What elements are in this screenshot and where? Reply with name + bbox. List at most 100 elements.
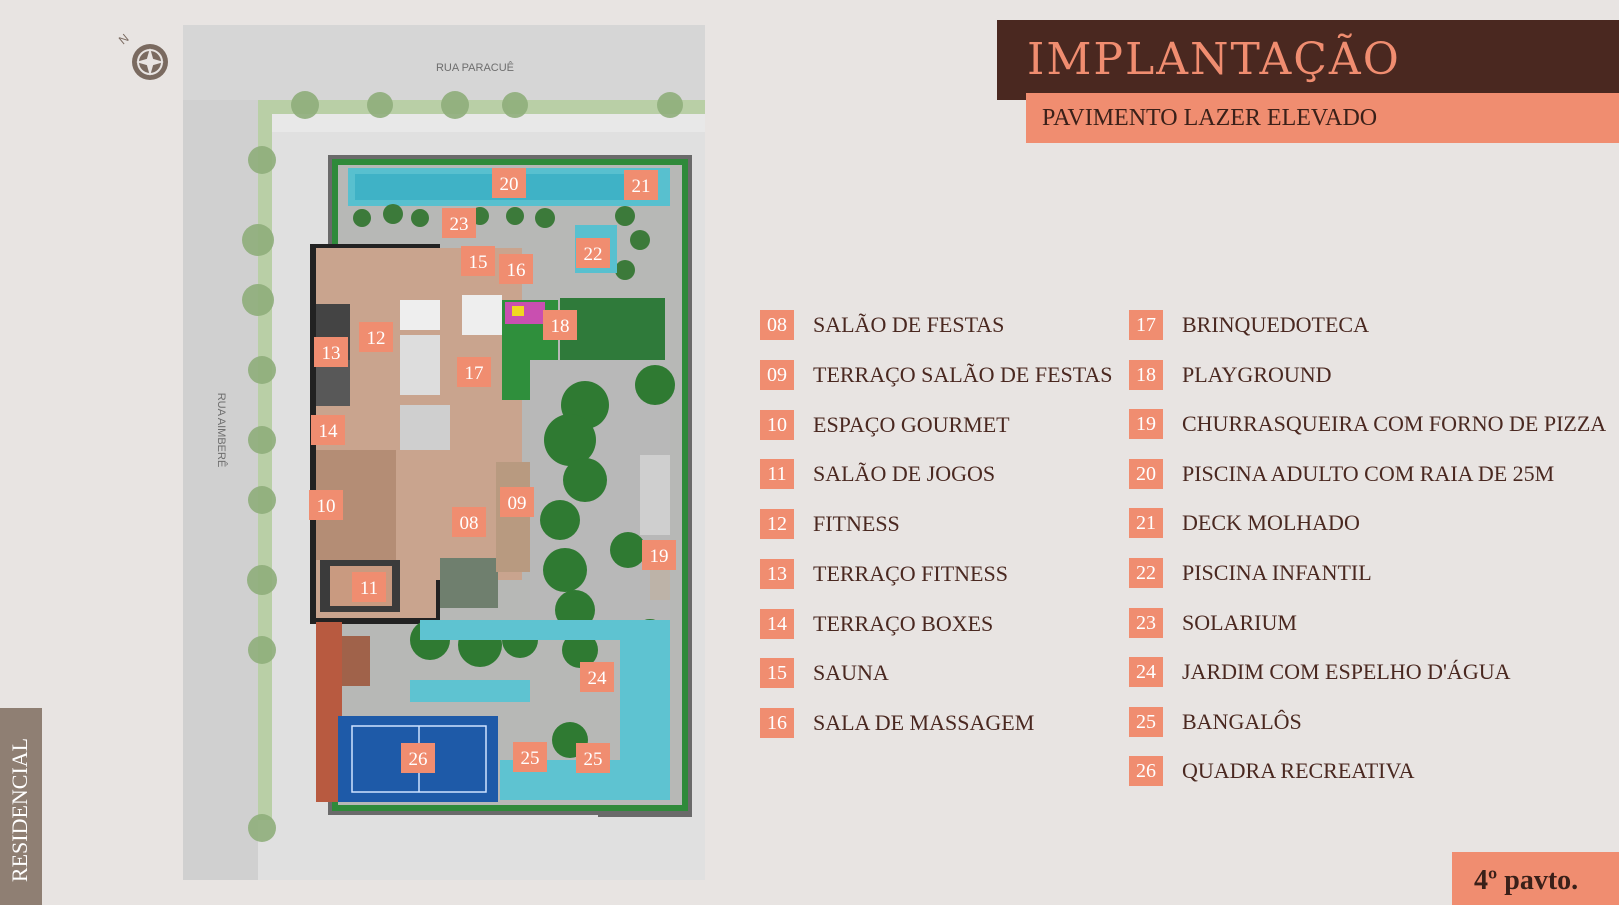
legend-number-badge: 21 [1129, 508, 1163, 539]
legend-item: 17 BRINQUEDOTECA [1129, 309, 1369, 341]
legend-item: 26 QUADRA RECREATIVA [1129, 755, 1414, 787]
legend-label: PISCINA ADULTO COM RAIA DE 25M [1182, 460, 1555, 486]
plan-marker: 18 [543, 310, 577, 340]
legend-label: SAUNA [813, 660, 889, 686]
plan-marker: 11 [352, 572, 386, 602]
plan-marker-number: 23 [450, 214, 469, 235]
legend-label: SALÃO DE FESTAS [813, 312, 1005, 337]
legend-number-badge: 09 [760, 359, 794, 390]
legend-label: BRINQUEDOTECA [1182, 312, 1369, 337]
plan-marker: 20 [492, 168, 526, 198]
legend-number-badge: 12 [760, 509, 794, 539]
legend-number-badge: 11 [760, 459, 794, 490]
plan-marker: 23 [442, 208, 476, 238]
legend-number-badge: 10 [760, 409, 794, 440]
compass-icon: N [116, 31, 168, 80]
legend-number-badge: 26 [1129, 756, 1163, 787]
plan-marker-number: 08 [460, 513, 479, 534]
legend-item: 21 DECK MOLHADO [1129, 507, 1360, 539]
legend-item: 20 PISCINA ADULTO COM RAIA DE 25M [1129, 458, 1554, 490]
plan-marker: 25 [513, 742, 547, 772]
plan-marker-number: 09 [508, 493, 527, 514]
legend-item: 24 JARDIM COM ESPELHO D'ÁGUA [1129, 656, 1511, 688]
plan-marker: 08 [452, 507, 486, 537]
legend-label: PLAYGROUND [1182, 361, 1332, 387]
legend-label: PISCINA INFANTIL [1182, 560, 1372, 585]
plan-marker: 17 [457, 357, 491, 387]
plan-marker-number: 14 [319, 421, 339, 442]
plan-marker-number: 24 [588, 668, 608, 689]
plan-marker-number: 22 [584, 244, 603, 265]
subtitle-bar [1026, 93, 1619, 143]
legend-label: DECK MOLHADO [1182, 510, 1360, 536]
legend-item: 08 SALÃO DE FESTAS [760, 309, 1004, 341]
legend-label: FITNESS [813, 511, 900, 536]
legend-number-badge: 14 [760, 608, 794, 639]
legend-label: QUADRA RECREATIVA [1182, 758, 1415, 784]
plan-marker: 10 [309, 490, 343, 520]
legend-label: ESPAÇO GOURMET [813, 411, 1010, 437]
legend-number-badge: 15 [760, 658, 794, 689]
legend-number-badge: 19 [1129, 409, 1163, 440]
plan-marker-number: 19 [650, 546, 669, 567]
plan-marker-number: 15 [469, 252, 488, 273]
street-label-west: RUA AIMBERÊ [215, 393, 228, 468]
plan-marker: 21 [624, 170, 658, 200]
legend-item: 16 SALA DE MASSAGEM [760, 707, 1034, 739]
plan-marker-number: 25 [521, 748, 540, 769]
legend-item: 15 SAUNA [760, 657, 889, 689]
plan-marker-number: 26 [409, 749, 428, 770]
legend-label: TERRAÇO FITNESS [813, 560, 1008, 586]
plan-marker-number: 12 [367, 328, 386, 349]
side-tab [0, 708, 42, 905]
plan-marker: 22 [576, 238, 610, 268]
plan-marker: 14 [311, 415, 345, 445]
legend-number-badge: 24 [1129, 657, 1163, 688]
plan-marker-number: 16 [507, 260, 526, 281]
title-bar [997, 20, 1619, 100]
plan-marker: 19 [642, 540, 676, 570]
page-title: IMPLANTAÇÃO [1027, 34, 1401, 85]
plan-marker-number: 21 [632, 176, 651, 197]
plan-marker: 12 [359, 322, 393, 352]
side-tab-label: RESIDENCIAL [7, 737, 32, 883]
street-label-north: RUA PARACUÊ [436, 61, 514, 74]
legend-item: 14 TERRAÇO BOXES [760, 608, 993, 640]
plan-marker: 24 [580, 662, 614, 692]
legend-item: 18 PLAYGROUND [1129, 359, 1332, 391]
legend-number-badge: 08 [760, 310, 794, 340]
legend-item: 11 SALÃO DE JOGOS [760, 458, 995, 490]
legend-label: SALÃO DE JOGOS [813, 461, 996, 487]
legend-label: JARDIM COM ESPELHO D'ÁGUA [1182, 659, 1511, 685]
legend-number-badge: 23 [1129, 607, 1163, 638]
page-subtitle: PAVIMENTO LAZER ELEVADO [1042, 105, 1378, 131]
plan-marker-number: 25 [584, 749, 603, 770]
floor-label: 4º pavto. [1474, 865, 1579, 896]
plan-marker: 13 [314, 337, 348, 367]
plan-marker: 15 [461, 246, 495, 276]
legend-number-badge: 16 [760, 708, 794, 738]
legend-label: SOLARIUM [1182, 609, 1297, 635]
legend-label: SALA DE MASSAGEM [813, 710, 1035, 735]
plan-marker: 25 [576, 743, 610, 773]
plan-marker-number: 11 [360, 578, 378, 599]
plan-marker-number: 10 [317, 496, 336, 517]
legend-label: TERRAÇO BOXES [813, 610, 994, 636]
legend-label: TERRAÇO SALÃO DE FESTAS [813, 361, 1113, 387]
legend-number-badge: 17 [1129, 310, 1163, 340]
plan-marker-number: 18 [551, 316, 570, 337]
plan-marker: 26 [401, 743, 435, 773]
legend-item: 09 TERRAÇO SALÃO DE FESTAS [760, 359, 1113, 391]
floor-tag [1452, 852, 1619, 905]
legend-item: 12 FITNESS [760, 508, 900, 540]
plan-marker-number: 20 [500, 174, 519, 195]
legend-number-badge: 20 [1129, 458, 1163, 489]
legend-item: 23 SOLARIUM [1129, 607, 1297, 639]
plan-marker-number: 13 [322, 343, 341, 364]
legend-number-badge: 18 [1129, 359, 1163, 390]
plan-marker-number: 17 [465, 363, 484, 384]
legend-label: BANGALÔS [1182, 708, 1302, 734]
